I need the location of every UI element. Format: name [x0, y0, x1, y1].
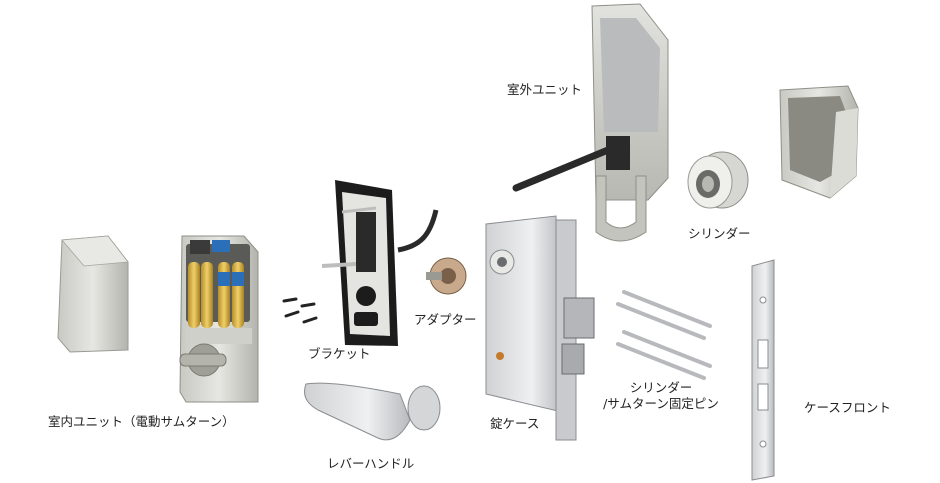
label-outdoor-unit: 室外ユニット [507, 82, 583, 97]
fixing-pins [616, 290, 712, 380]
label-lever-handle: レバーハンドル [327, 456, 415, 471]
outdoor-unit-cover [779, 85, 859, 199]
label-lock-case: 錠ケース [490, 416, 540, 431]
label-fixing-pins: シリンダー /サムターン固定ピン [596, 380, 726, 412]
screws [282, 297, 318, 324]
bracket [321, 180, 439, 346]
label-case-front: ケースフロント [804, 400, 891, 415]
label-bracket: ブラケット [308, 346, 371, 361]
outdoor-unit [512, 3, 669, 242]
label-adapter: アダプター [414, 312, 477, 327]
cylinder-part [687, 151, 749, 209]
label-indoor-unit: 室内ユニット（電動サムターン） [48, 414, 235, 429]
label-fixing-pins-line1: シリンダー [629, 380, 693, 395]
indoor-unit [179, 235, 259, 403]
lever-handle [304, 382, 441, 441]
lock-case [485, 215, 595, 441]
label-fixing-pins-line2: /サムターン固定ピン [603, 396, 719, 411]
adapter [426, 257, 467, 295]
case-front [751, 259, 775, 481]
indoor-unit-cover [57, 235, 129, 353]
label-cylinder: シリンダー [688, 226, 751, 241]
